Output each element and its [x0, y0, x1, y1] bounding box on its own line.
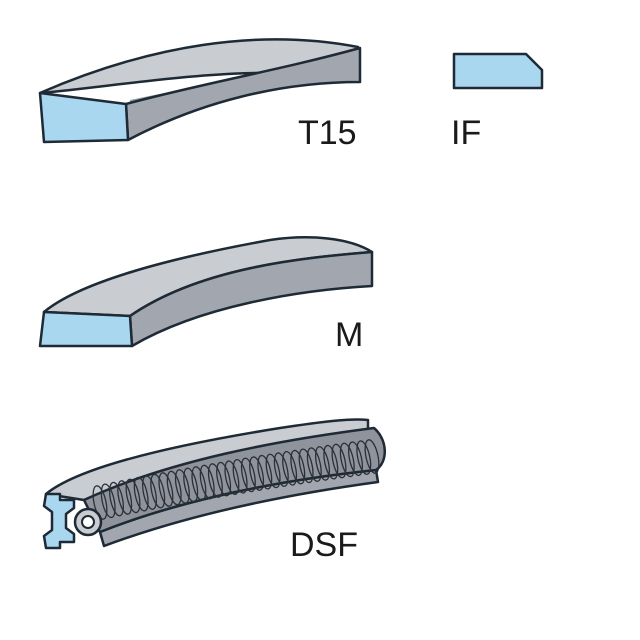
spring-coil	[166, 470, 182, 506]
spring-coil	[133, 476, 149, 512]
ring-dsf	[42, 418, 386, 550]
spring-coil	[141, 475, 158, 510]
spring-coil	[347, 441, 364, 477]
label-t15: T15	[298, 114, 357, 152]
spring-coil	[273, 452, 289, 487]
spring-coil	[314, 446, 331, 481]
spring-coil	[339, 442, 355, 478]
spring-coil	[92, 485, 108, 520]
spring-coil	[125, 478, 141, 514]
spring-coil	[117, 480, 133, 515]
spring-coil	[364, 439, 380, 474]
ring-dsf-spring-core	[81, 515, 95, 529]
spring-coil	[265, 453, 281, 489]
spring-coil	[158, 472, 174, 507]
spring-coil	[100, 483, 116, 519]
spring-coil	[150, 473, 166, 509]
spring-coil	[199, 464, 215, 500]
spring-coil	[174, 469, 190, 504]
ring-dsf-spring-coils	[92, 439, 380, 520]
ring-m-section	[38, 310, 134, 348]
ring-t15-section	[38, 91, 130, 144]
spring-coil	[323, 444, 339, 480]
spring-coil	[224, 460, 240, 496]
spring-coil	[298, 448, 314, 484]
ring-if-section	[452, 52, 544, 90]
spring-coil	[191, 466, 207, 501]
label-dsf: DSF	[290, 526, 358, 564]
spring-coil	[290, 449, 306, 485]
spring-coil	[282, 450, 298, 486]
ring-m-inner-face	[128, 250, 374, 348]
spring-coil	[232, 458, 248, 494]
spring-coil	[240, 457, 256, 493]
spring-coil	[216, 461, 232, 497]
spring-coil	[108, 481, 125, 517]
ring-dsf-section	[42, 492, 76, 550]
ring-t15	[38, 38, 362, 144]
spring-coil	[331, 443, 347, 479]
spring-coil	[183, 467, 199, 503]
spring-coil	[249, 456, 265, 491]
spring-coil	[207, 463, 223, 498]
label-m: M	[335, 316, 364, 354]
label-if: IF	[451, 114, 482, 152]
spring-coil	[257, 454, 273, 490]
spring-coil	[356, 440, 372, 475]
ring-m	[38, 236, 374, 348]
spring-coil	[306, 447, 322, 482]
ring-t15-inner-face	[124, 46, 362, 142]
